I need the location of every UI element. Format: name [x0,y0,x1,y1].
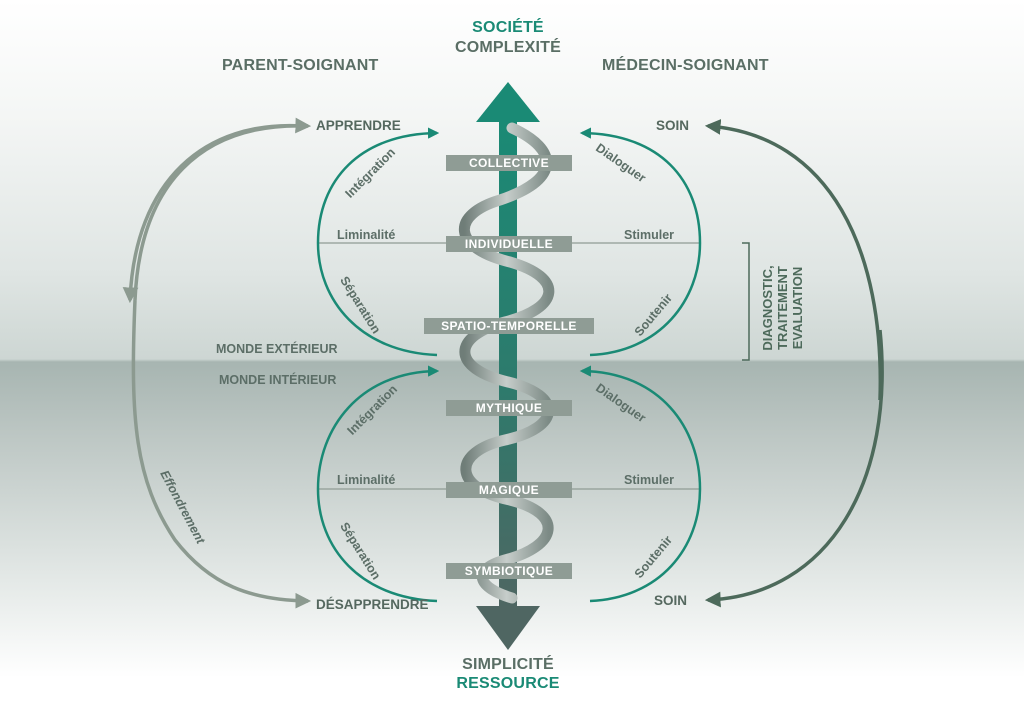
top-title-complexite: COMPLEXITÉ [454,39,561,56]
label-soin-bottom: SOIN [654,593,688,608]
right-outer-arc-lower [704,329,884,608]
right-outer-arc-upper [704,119,883,401]
axis-arrow-down [476,606,540,650]
level-box-symbiotique: SYMBIOTIQUE [446,563,572,579]
level-box-collective: COLLECTIVE [446,155,572,171]
right-column-title: MÉDECIN-SOIGNANT [602,57,769,74]
top-title-societe: SOCIÉTÉ [472,19,544,36]
level-box-individuelle: INDIVIDUELLE [446,236,572,252]
label-desapprendre: DÉSAPPRENDRE [316,597,429,612]
diagnostic-bracket [742,242,750,361]
helix-ribbon [458,122,555,604]
level-box-mythique: MYTHIQUE [446,400,572,416]
label-soin-top: SOIN [656,118,690,133]
upper-left-loop [316,127,440,357]
diagnostic-line-2: TRAITEMENT [775,266,790,350]
axis-arrow-up [476,82,540,122]
lower-label-liminalite: Liminalité [337,473,396,487]
left-outer-arc [133,117,312,301]
lower-label-stimuler: Stimuler [624,473,675,487]
diagnostic-line-3: EVALUATION [790,266,805,350]
label-monde-interieur: MONDE INTÉRIEUR [219,373,337,387]
bottom-title-simplicite: SIMPLICITÉ [462,656,554,673]
label-apprendre: APPRENDRE [316,118,401,133]
label-diagnostic-block: DIAGNOSTIC, TRAITEMENT EVALUATION [760,243,806,373]
upper-label-stimuler: Stimuler [624,228,675,242]
left-column-title: PARENT-SOIGNANT [222,57,379,74]
label-monde-exterieur: MONDE EXTÉRIEUR [216,342,338,356]
bottom-title-ressource: RESSOURCE [456,675,560,692]
upper-right-loop [579,127,702,357]
level-box-spatio-temporelle: SPATIO-TEMPORELLE [424,318,594,334]
left-outer-arc-lower [131,299,312,609]
diagnostic-line-1: DIAGNOSTIC, [760,265,775,351]
lower-left-loop [316,365,440,603]
left-outer-arc-upper [122,123,304,304]
level-box-magique: MAGIQUE [446,482,572,498]
lower-right-loop [579,365,702,603]
upper-label-liminalite: Liminalité [337,228,396,242]
